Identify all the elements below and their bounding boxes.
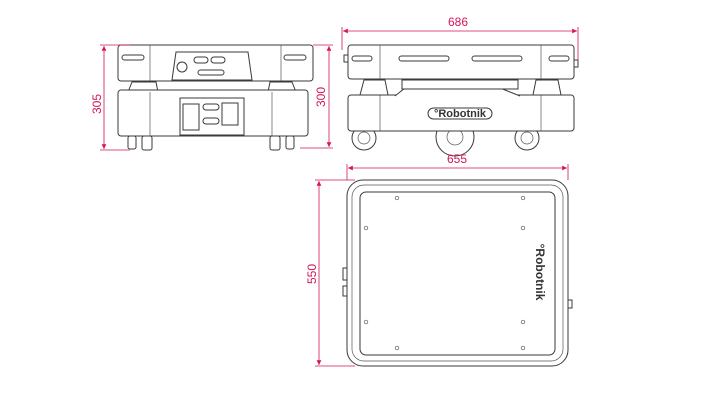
emergency-stop xyxy=(176,61,188,73)
dimension-label-550: 550 xyxy=(305,264,319,284)
top-logo-text: °Robotnik xyxy=(533,244,547,301)
front-control-panel xyxy=(171,51,253,81)
top-plate xyxy=(359,191,556,356)
side-view: °Robotnik xyxy=(343,44,579,157)
front-view xyxy=(117,44,314,151)
dimension-width-655: 655 xyxy=(346,152,569,180)
front-wheel-right xyxy=(269,135,281,151)
connector-icon xyxy=(221,102,239,126)
dimension-label-300: 300 xyxy=(314,87,328,107)
dimension-label-305: 305 xyxy=(90,94,104,114)
side-robotnik-badge xyxy=(427,107,493,120)
side-logo-text: °Robotnik xyxy=(434,108,487,120)
dimension-depth-550: 550 xyxy=(305,179,355,367)
dimension-length-686: 686 xyxy=(341,15,579,60)
front-wheel-left xyxy=(141,135,153,151)
dimension-label-686: 686 xyxy=(448,15,468,29)
dimension-height-305: 305 xyxy=(90,44,130,151)
dimension-height-300: 300 xyxy=(300,44,333,149)
dimension-label-655: 655 xyxy=(447,152,467,166)
top-view: °Robotnik xyxy=(342,179,573,367)
side-top-plate xyxy=(347,44,575,80)
